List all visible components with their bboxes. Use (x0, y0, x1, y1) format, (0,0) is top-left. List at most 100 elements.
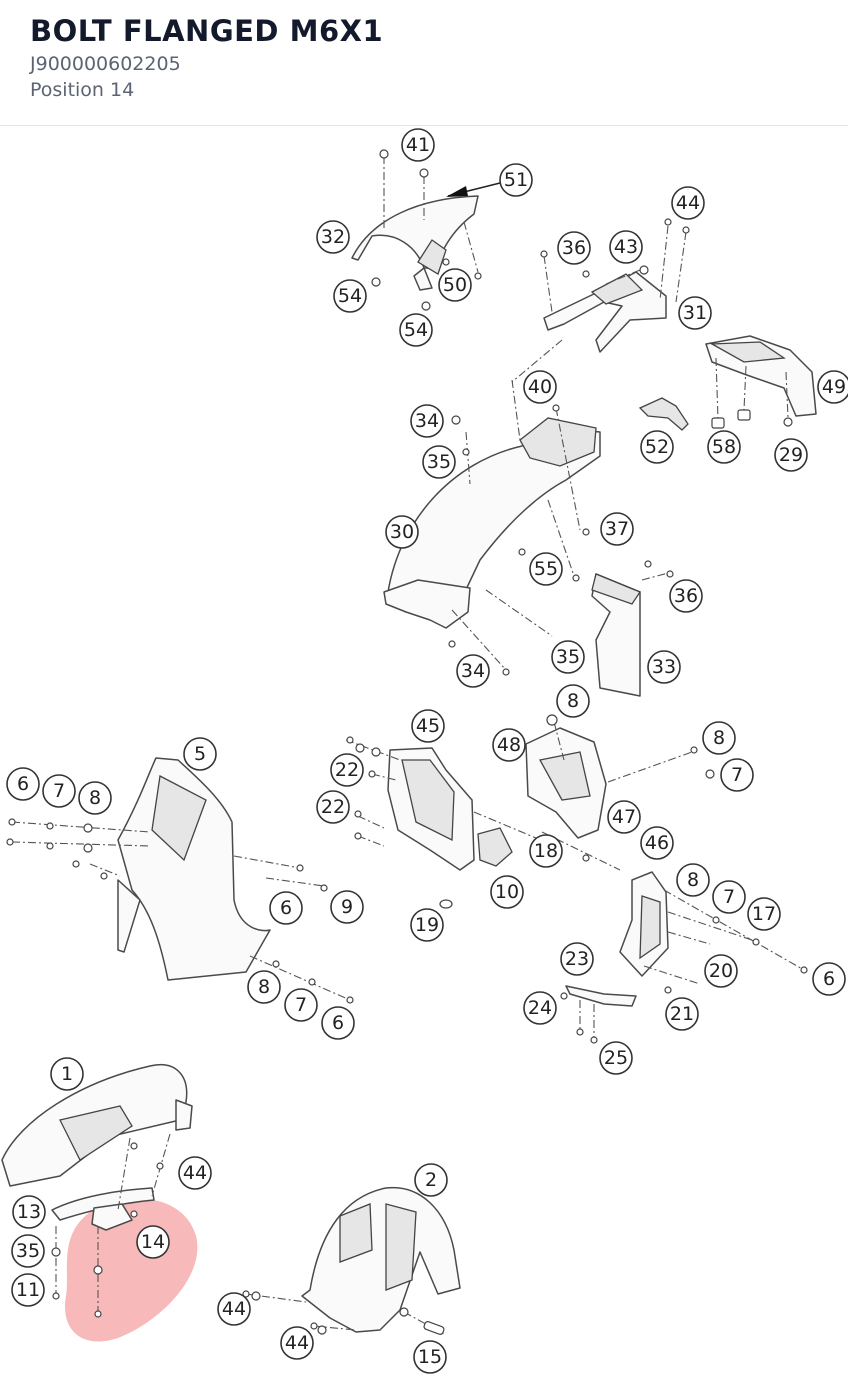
callout[interactable]: 6 (321, 1006, 355, 1040)
callout[interactable]: 15 (413, 1340, 447, 1374)
callout[interactable]: 54 (399, 313, 433, 347)
svg-text:15: 15 (418, 1346, 442, 1368)
callout[interactable]: 44 (671, 186, 705, 220)
callout[interactable]: 7 (42, 774, 76, 808)
callout[interactable]: 13 (12, 1195, 46, 1229)
svg-text:44: 44 (285, 1332, 309, 1354)
callout[interactable]: 8 (702, 721, 736, 755)
callout[interactable]: 49 (817, 370, 848, 404)
svg-text:8: 8 (567, 690, 579, 712)
part-number: J900000602205 (30, 53, 181, 75)
svg-text:55: 55 (534, 558, 558, 580)
callout[interactable]: 9 (330, 890, 364, 924)
callout[interactable]: 34 (456, 654, 490, 688)
callout[interactable]: 1 (50, 1057, 84, 1091)
svg-text:13: 13 (17, 1201, 41, 1223)
svg-text:37: 37 (605, 518, 629, 540)
callout[interactable]: 8 (78, 781, 112, 815)
exploded-parts-diagram[interactable]: 41 51 32 54 50 54 44 36 43 31 40 49 34 5… (0, 127, 848, 1390)
callout[interactable]: 44 (178, 1156, 212, 1190)
callout[interactable]: 21 (665, 997, 699, 1031)
callout[interactable]: 40 (523, 370, 557, 404)
callout[interactable]: 6 (812, 962, 846, 996)
svg-text:50: 50 (443, 274, 467, 296)
svg-text:10: 10 (495, 881, 519, 903)
svg-text:44: 44 (183, 1162, 207, 1184)
svg-text:8: 8 (258, 976, 270, 998)
callout[interactable]: 6 (269, 891, 303, 925)
svg-text:35: 35 (556, 646, 580, 668)
callout[interactable]: 37 (600, 512, 634, 546)
callout[interactable]: 54 (333, 279, 367, 313)
callout[interactable]: 19 (410, 908, 444, 942)
svg-text:7: 7 (731, 764, 743, 786)
callout[interactable]: 8 (556, 684, 590, 718)
svg-text:30: 30 (390, 521, 414, 543)
callout[interactable]: 11 (11, 1273, 45, 1307)
callout[interactable]: 22 (316, 790, 350, 824)
callout[interactable]: 7 (720, 758, 754, 792)
callout-highlighted[interactable]: 14 (136, 1225, 170, 1259)
callout[interactable]: 41 (401, 128, 435, 162)
callout[interactable]: 55 (529, 552, 563, 586)
svg-text:47: 47 (612, 806, 636, 828)
svg-text:52: 52 (645, 436, 669, 458)
svg-text:2: 2 (425, 1169, 437, 1191)
svg-text:43: 43 (614, 236, 638, 258)
svg-text:22: 22 (335, 759, 359, 781)
callout[interactable]: 8 (676, 863, 710, 897)
callout[interactable]: 25 (599, 1041, 633, 1075)
svg-text:17: 17 (752, 903, 776, 925)
callout[interactable]: 35 (11, 1234, 45, 1268)
callout[interactable]: 24 (523, 991, 557, 1025)
svg-text:32: 32 (321, 226, 345, 248)
svg-text:29: 29 (779, 444, 803, 466)
callout[interactable]: 30 (385, 515, 419, 549)
svg-text:48: 48 (497, 734, 521, 756)
callout[interactable]: 20 (704, 954, 738, 988)
callout[interactable]: 5 (183, 737, 217, 771)
callout[interactable]: 43 (609, 230, 643, 264)
callout[interactable]: 17 (747, 897, 781, 931)
callout[interactable]: 7 (712, 880, 746, 914)
callout[interactable]: 44 (280, 1326, 314, 1360)
callout[interactable]: 18 (529, 834, 563, 868)
callout[interactable]: 36 (669, 579, 703, 613)
part-drawings (1, 149, 817, 1335)
callout[interactable]: 6 (6, 767, 40, 801)
svg-text:14: 14 (141, 1231, 165, 1253)
callout[interactable]: 10 (490, 875, 524, 909)
callout[interactable]: 35 (551, 640, 585, 674)
svg-text:54: 54 (404, 319, 428, 341)
part-header: BOLT FLANGED M6X1 J900000602205 Position… (0, 0, 848, 126)
callout[interactable]: 50 (438, 268, 472, 302)
svg-text:44: 44 (222, 1298, 246, 1320)
callout[interactable]: 51 (499, 163, 533, 197)
callout[interactable]: 45 (411, 709, 445, 743)
svg-text:6: 6 (332, 1012, 344, 1034)
svg-text:21: 21 (670, 1003, 694, 1025)
callout[interactable]: 52 (640, 430, 674, 464)
callout[interactable]: 48 (492, 728, 526, 762)
callout[interactable]: 33 (647, 650, 681, 684)
callouts: 41 51 32 54 50 54 44 36 43 31 40 49 34 5… (6, 128, 848, 1374)
callout[interactable]: 31 (678, 296, 712, 330)
callout[interactable]: 44 (217, 1292, 251, 1326)
callout[interactable]: 29 (774, 438, 808, 472)
callout[interactable]: 22 (330, 753, 364, 787)
callout[interactable]: 35 (422, 445, 456, 479)
callout[interactable]: 32 (316, 220, 350, 254)
callout[interactable]: 7 (284, 988, 318, 1022)
callout[interactable]: 23 (560, 942, 594, 976)
callout[interactable]: 8 (247, 970, 281, 1004)
svg-text:7: 7 (723, 886, 735, 908)
callout[interactable]: 58 (707, 430, 741, 464)
callout[interactable]: 36 (557, 231, 591, 265)
callout[interactable]: 34 (410, 404, 444, 438)
callout[interactable]: 47 (607, 800, 641, 834)
svg-text:7: 7 (295, 994, 307, 1016)
callout[interactable]: 2 (414, 1163, 448, 1197)
svg-text:20: 20 (709, 960, 733, 982)
svg-text:35: 35 (16, 1240, 40, 1262)
callout[interactable]: 46 (640, 826, 674, 860)
